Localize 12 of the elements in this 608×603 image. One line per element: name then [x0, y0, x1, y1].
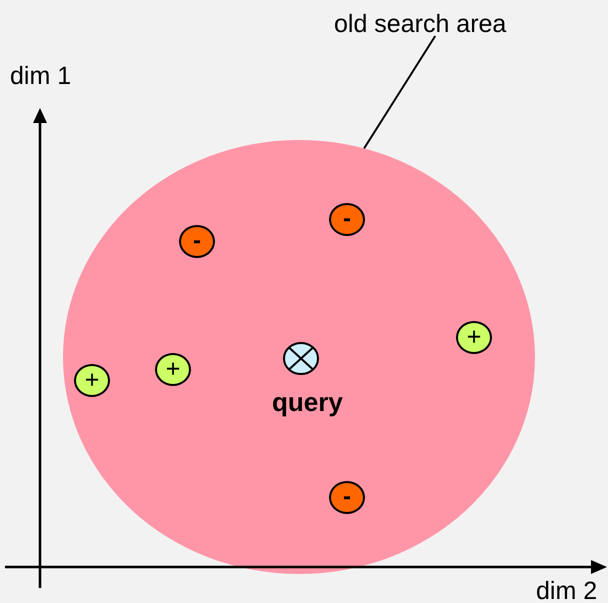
- axis-label: dim 1: [10, 64, 72, 88]
- axis-label: dim 2: [536, 579, 598, 603]
- plus-point: +: [155, 352, 191, 386]
- area-label: old search area: [334, 12, 506, 36]
- minus-point: -: [329, 480, 365, 514]
- leader-line: [363, 35, 436, 149]
- point-label: query: [272, 389, 343, 415]
- circled-cross-icon: [283, 342, 319, 374]
- plus-point: +: [456, 320, 492, 354]
- plus-point: +: [74, 364, 110, 396]
- minus-point: -: [179, 224, 215, 258]
- minus-point: -: [329, 202, 365, 236]
